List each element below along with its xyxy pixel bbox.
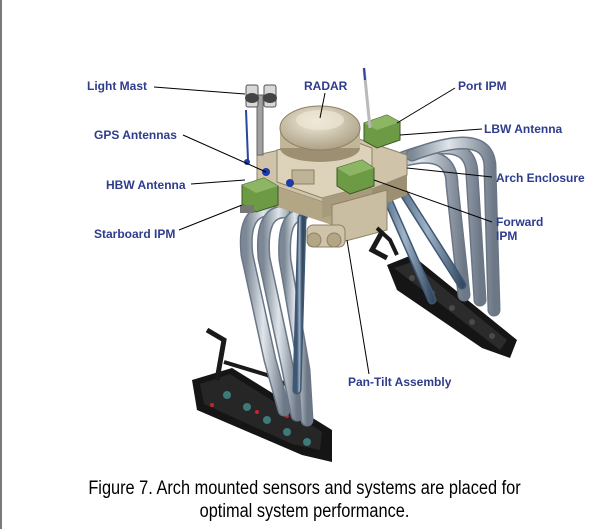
caption-line-2: optimal system performance. <box>199 501 410 522</box>
callout-leader-lines <box>153 86 493 375</box>
label-port-ipm: Port IPM <box>458 79 507 93</box>
starboard-ipm-box <box>240 177 279 213</box>
light-mast <box>245 84 277 156</box>
pan-tilt-body <box>306 224 399 256</box>
robot-arch-illustration <box>153 67 517 462</box>
figure-caption: Figure 7. Arch mounted sensors and syste… <box>44 477 564 523</box>
front-arch-tubes <box>239 203 314 427</box>
label-pan-tilt-assembly: Pan-Tilt Assembly <box>348 375 452 389</box>
caption-line-1: Figure 7. Arch mounted sensors and syste… <box>88 478 521 499</box>
label-gps-antennas: GPS Antennas <box>94 128 177 142</box>
forward-ipm-box <box>336 159 375 195</box>
label-arch-enclosure: Arch Enclosure <box>496 171 585 185</box>
label-lbw-antenna: LBW Antenna <box>484 122 563 136</box>
label-forward-ipm: Forward IPM <box>496 215 544 243</box>
radar-dome <box>279 105 361 162</box>
label-radar: RADAR <box>304 79 348 93</box>
port-ipm-box <box>363 114 401 149</box>
label-hbw-antenna: HBW Antenna <box>106 178 186 192</box>
front-track <box>192 327 332 462</box>
label-starboard-ipm: Starboard IPM <box>94 227 176 241</box>
label-light-mast: Light Mast <box>87 79 147 93</box>
